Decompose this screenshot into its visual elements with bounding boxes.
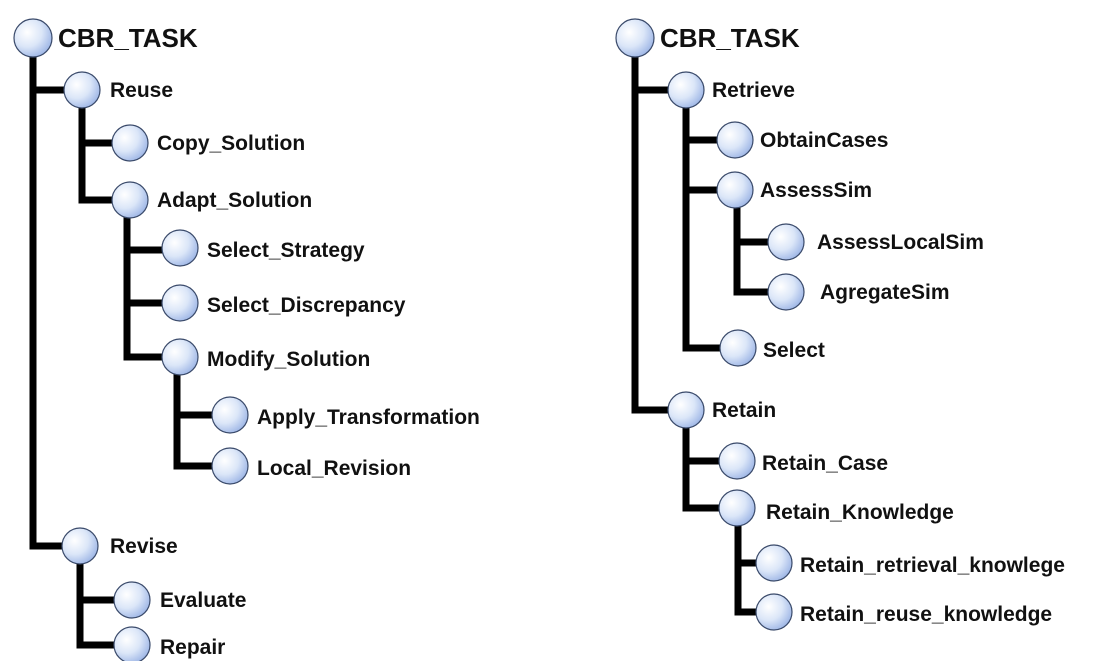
node-label: Retain_Case <box>762 452 888 475</box>
node-orb-icon <box>716 121 754 159</box>
node-label: ObtainCases <box>760 129 888 152</box>
node-label: Copy_Solution <box>157 132 305 155</box>
tree-node[interactable]: Retain_Knowledge <box>718 489 954 527</box>
connector-revise-repair <box>76 596 129 649</box>
node-label: Reuse <box>110 79 173 102</box>
tree-node[interactable]: Retain_retrieval_knowlege <box>755 544 1065 582</box>
node-orb-icon <box>161 284 199 322</box>
node-label: AgregateSim <box>820 281 950 304</box>
tree-node[interactable]: Retrieve <box>667 71 795 109</box>
connector-retain-knowledge <box>682 457 737 512</box>
connector-root-revise <box>29 86 79 550</box>
tree-node[interactable]: Retain_Case <box>718 442 888 480</box>
node-label: Retrieve <box>712 79 795 102</box>
node-label: AssessSim <box>760 179 872 202</box>
tree-node[interactable]: CBR_TASK <box>615 18 800 58</box>
tree-node[interactable]: Adapt_Solution <box>111 181 312 219</box>
node-orb-icon <box>61 527 99 565</box>
node-orb-icon <box>716 171 754 209</box>
node-orb-icon <box>755 544 793 582</box>
node-label: Local_Revision <box>257 457 411 480</box>
node-orb-icon <box>615 18 655 58</box>
node-orb-icon <box>767 273 805 311</box>
node-orb-icon <box>111 181 149 219</box>
right-tree: CBR_TASK Retrieve ObtainCases AssessSim … <box>615 18 1065 631</box>
tree-node[interactable]: Revise <box>61 527 178 565</box>
node-orb-icon <box>211 396 249 434</box>
connector-retrieve-select <box>682 186 739 352</box>
node-label: Select_Discrepancy <box>207 294 406 317</box>
node-orb-icon <box>13 18 53 58</box>
node-label: Retain_Knowledge <box>766 501 954 524</box>
tree-node[interactable]: Select_Discrepancy <box>161 284 406 322</box>
node-label: Retain_reuse_knowledge <box>800 603 1052 626</box>
node-label: Adapt_Solution <box>157 189 312 212</box>
node-label: CBR_TASK <box>660 23 800 53</box>
connector-adapt-modify <box>123 299 179 361</box>
tree-node[interactable]: AgregateSim <box>767 273 950 311</box>
tree-node[interactable]: CBR_TASK <box>13 18 198 58</box>
left-tree: CBR_TASK Reuse Copy_Solution Adapt_Solut… <box>13 18 480 661</box>
node-label: Evaluate <box>160 589 246 612</box>
node-orb-icon <box>111 124 149 162</box>
node-label: Retain_retrieval_knowlege <box>800 554 1065 577</box>
tree-node[interactable]: Retain <box>667 391 776 429</box>
node-orb-icon <box>755 593 793 631</box>
node-label: Modify_Solution <box>207 348 370 371</box>
node-orb-icon <box>667 391 705 429</box>
tree-node[interactable]: AssessLocalSim <box>767 223 984 261</box>
node-label: Revise <box>110 535 178 558</box>
tree-node[interactable]: Repair <box>113 626 225 661</box>
node-label: AssessLocalSim <box>817 231 984 254</box>
connector-root-retain <box>631 86 684 414</box>
node-orb-icon <box>718 489 756 527</box>
tree-node[interactable]: ObtainCases <box>716 121 888 159</box>
node-orb-icon <box>718 442 756 480</box>
tree-node[interactable]: Local_Revision <box>211 447 411 485</box>
node-orb-icon <box>63 71 101 109</box>
node-orb-icon <box>113 626 151 661</box>
node-orb-icon <box>667 71 705 109</box>
node-orb-icon <box>767 223 805 261</box>
tree-node[interactable]: Apply_Transformation <box>211 396 480 434</box>
tree-node[interactable]: Copy_Solution <box>111 124 305 162</box>
tree-node[interactable]: Modify_Solution <box>161 338 370 376</box>
node-label: Retain <box>712 399 776 422</box>
tree-node[interactable]: Select <box>719 329 825 367</box>
connector-reuse-adapt <box>78 139 129 204</box>
node-label: CBR_TASK <box>58 23 198 53</box>
node-orb-icon <box>719 329 757 367</box>
node-orb-icon <box>161 338 199 376</box>
tree-node[interactable]: Retain_reuse_knowledge <box>755 593 1052 631</box>
tree-node[interactable]: Evaluate <box>113 581 246 619</box>
tree-node[interactable]: Reuse <box>63 71 173 109</box>
tree-node[interactable]: Select_Strategy <box>161 229 365 267</box>
node-label: Select_Strategy <box>207 239 365 262</box>
node-orb-icon <box>113 581 151 619</box>
tree-node[interactable]: AssessSim <box>716 171 872 209</box>
node-label: Select <box>763 339 825 362</box>
connector-modify-local <box>173 411 229 470</box>
node-label: Apply_Transformation <box>257 406 480 429</box>
connector-assess-agregate <box>733 238 784 296</box>
node-orb-icon <box>211 447 249 485</box>
node-label: Repair <box>160 636 225 659</box>
node-orb-icon <box>161 229 199 267</box>
